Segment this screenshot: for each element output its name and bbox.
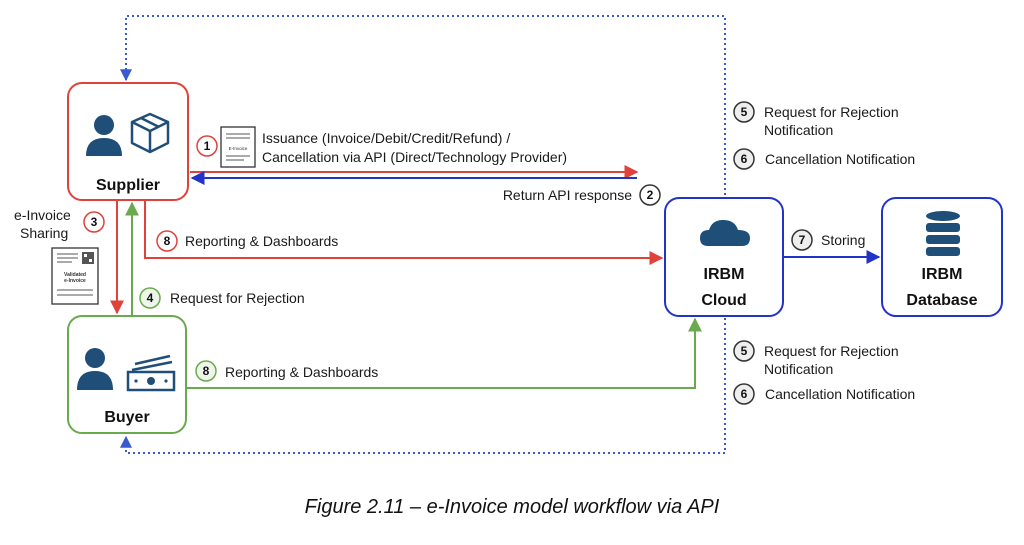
step-5-top-text-line1: Request for Rejection	[764, 104, 899, 120]
arrow-reporting-supplier	[144, 201, 664, 265]
package-icon	[130, 112, 170, 154]
validated-einvoice-icon: Validated e-Invoice	[51, 247, 99, 305]
supplier-box	[67, 82, 189, 201]
step-4-number: 4	[147, 291, 154, 305]
workflow-diagram: Supplier Buyer IRBM Cloud IRBM Database	[14, 15, 1003, 454]
step-5-top-badge	[733, 101, 755, 123]
irbm-database-label-line2: Database	[906, 292, 977, 309]
step-7-badge	[791, 229, 813, 251]
step-2-text: Return API response	[503, 187, 632, 203]
step-5-bottom-number: 5	[741, 344, 748, 358]
arrow-reporting-buyer	[187, 317, 702, 389]
svg-text:E-Invoice: E-Invoice	[229, 146, 248, 151]
database-icon	[926, 211, 960, 256]
irbm-database-label-line1: IRBM	[922, 266, 963, 283]
step-5-top-text-line2: Notification	[764, 122, 833, 138]
step-6-top-badge	[733, 148, 755, 170]
step-8-supplier-number: 8	[164, 234, 171, 248]
step-7-number: 7	[799, 233, 806, 247]
step-6-bottom-text: Cancellation Notification	[765, 386, 915, 402]
step-5-bottom-text-line1: Request for Rejection	[764, 343, 899, 359]
step-4-text: Request for Rejection	[170, 290, 305, 306]
step-4-badge	[139, 287, 161, 309]
irbm-cloud-box	[664, 197, 784, 317]
irbm-database-box	[881, 197, 1003, 317]
step-8-supplier-badge	[156, 230, 178, 252]
step-8-buyer-badge	[195, 360, 217, 382]
buyer-label: Buyer	[104, 409, 149, 426]
supplier-label: Supplier	[96, 177, 160, 194]
step-5-top-number: 5	[741, 105, 748, 119]
step-7-text: Storing	[821, 232, 865, 248]
step-1-text-line1: Issuance (Invoice/Debit/Credit/Refund) /	[262, 130, 510, 146]
step-8-buyer-text: Reporting & Dashboards	[225, 364, 378, 380]
step-5-bottom-badge	[733, 340, 755, 362]
step-3-number: 3	[91, 215, 98, 229]
irbm-cloud-label-line1: IRBM	[704, 266, 745, 283]
svg-text:e-Invoice: e-Invoice	[64, 278, 86, 284]
step-1-badge	[196, 135, 218, 157]
step-5-bottom-text-line2: Notification	[764, 361, 833, 377]
cash-icon	[126, 354, 176, 392]
invoice-document-icon: E-Invoice	[220, 126, 256, 168]
irbm-cloud-label-line2: Cloud	[701, 292, 746, 309]
dotted-notification-bottom	[120, 318, 726, 454]
step-6-top-number: 6	[741, 152, 748, 166]
step-2-badge	[639, 184, 661, 206]
step-3-text-line1: e-Invoice	[14, 207, 71, 223]
svg-text:Validated: Validated	[64, 272, 86, 278]
step-6-bottom-number: 6	[741, 387, 748, 401]
cloud-icon	[700, 220, 750, 246]
figure-caption: Figure 2.11 – e-Invoice model workflow v…	[304, 496, 720, 518]
step-3-badge	[83, 211, 105, 233]
step-6-bottom-badge	[733, 383, 755, 405]
dotted-notification-top	[120, 15, 726, 200]
person-icon	[77, 348, 113, 390]
person-icon	[86, 115, 122, 156]
step-8-buyer-number: 8	[203, 364, 210, 378]
step-3-text-line2: Sharing	[20, 225, 68, 241]
step-2-number: 2	[647, 188, 654, 202]
step-8-supplier-text: Reporting & Dashboards	[185, 233, 338, 249]
step-1-number: 1	[204, 139, 211, 153]
step-6-top-text: Cancellation Notification	[765, 151, 915, 167]
step-1-text-line2: Cancellation via API (Direct/Technology …	[262, 149, 567, 165]
